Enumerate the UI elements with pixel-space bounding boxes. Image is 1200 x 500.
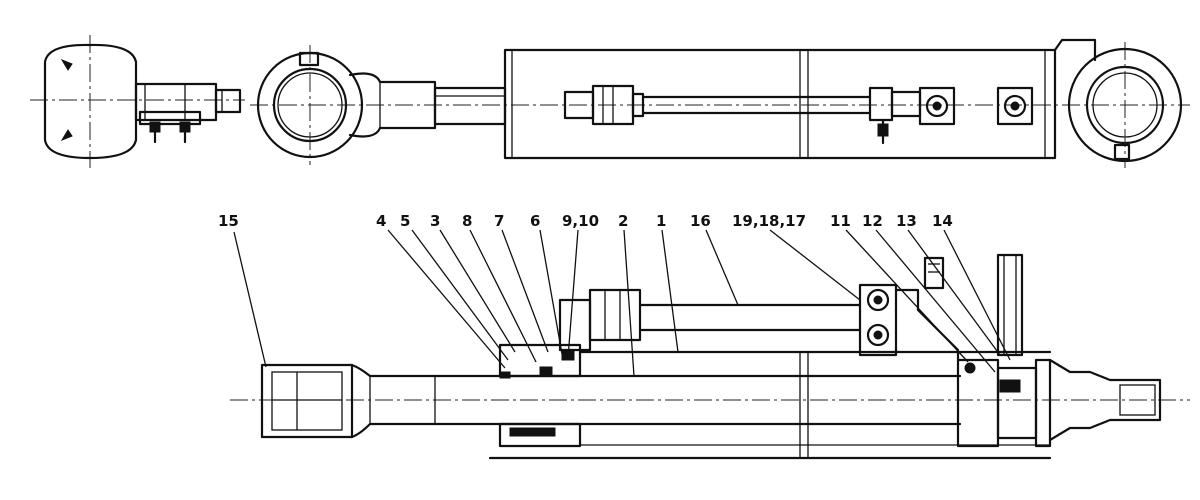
callout-2: 2 xyxy=(618,212,628,230)
callouts: 15 4 5 3 8 7 6 9,10 2 1 16 19,18,17 11 1… xyxy=(218,212,953,230)
callout-15: 15 xyxy=(218,212,239,230)
callout-16: 16 xyxy=(690,212,711,230)
callout-9-10: 9,10 xyxy=(562,212,599,230)
callout-7: 7 xyxy=(494,212,504,230)
side-view xyxy=(250,38,1190,168)
callout-13: 13 xyxy=(896,212,917,230)
callout-12: 12 xyxy=(862,212,883,230)
callout-4: 4 xyxy=(376,212,386,230)
callout-1: 1 xyxy=(656,212,666,230)
section-view xyxy=(230,253,1190,460)
callout-8: 8 xyxy=(462,212,472,230)
callout-5: 5 xyxy=(400,212,410,230)
callout-11: 11 xyxy=(830,212,851,230)
callout-6: 6 xyxy=(530,212,540,230)
end-view xyxy=(30,35,245,168)
callout-3: 3 xyxy=(430,212,440,230)
callout-19-18-17: 19,18,17 xyxy=(732,212,806,230)
leader-lines xyxy=(233,229,1011,377)
callout-14: 14 xyxy=(932,212,953,230)
